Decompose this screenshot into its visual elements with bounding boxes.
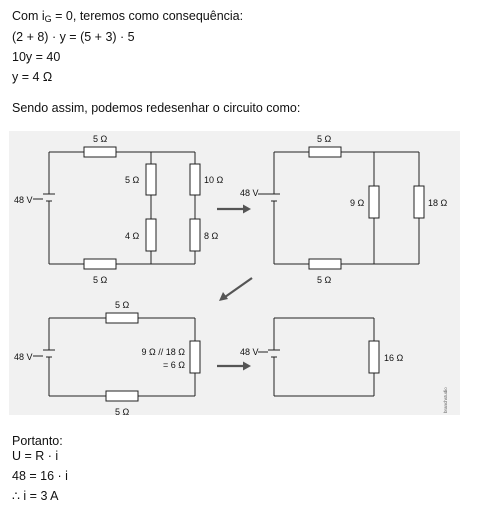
c1-label-r-a-top: 5 Ω [125,175,140,185]
c2-label-r-right: 18 Ω [428,198,448,208]
c1-resistor-a-top [145,163,157,196]
c3-label-voltage: 48 V [14,352,33,362]
c1-label-r-bottom: 5 Ω [93,275,108,285]
c1-resistor-bottom [83,258,117,270]
intro-line-1: Com iG = 0, teremos como consequência: [12,9,243,26]
c2-label-r-middle: 9 Ω [350,198,365,208]
arrow-down-left [224,277,253,298]
c4-resistor [368,340,380,374]
intro-equation-2: 10y = 40 [12,50,61,64]
c2-resistor-right [413,185,425,219]
c1-label-r-a-bottom: 4 Ω [125,231,140,241]
c4-label-r: 16 Ω [384,353,404,363]
c1-resistor-b-bottom [189,218,201,252]
c1-label-r-top: 5 Ω [93,134,108,144]
conclusion-equation-2: 48 = 16 · i [12,469,68,483]
conclusion-equation-1: U = R · i [12,449,59,463]
c3-label-r-equivalent-1: 9 Ω // 18 Ω [142,347,186,357]
c1-label-r-b-top: 10 Ω [204,175,224,185]
c1-resistor-top [83,146,117,158]
c1-label-voltage: 48 V [14,195,33,205]
c4-label-voltage: 48 V [240,347,259,357]
c1-label-r-b-bottom: 8 Ω [204,231,219,241]
redraw-text: Sendo assim, podemos redesenhar o circui… [12,101,301,115]
c2-resistor-top [308,146,342,158]
intro-line-1-pre: Com i [12,9,45,23]
intro-line-1-sub: G [44,14,52,24]
conclusion-label: Portanto: [12,434,63,448]
c2-label-voltage: 48 V [240,188,259,198]
c2-label-r-bottom: 5 Ω [317,275,332,285]
circuit-diagram: 5 Ω 5 Ω 48 V 5 Ω 4 Ω 10 Ω 8 Ω 5 Ω 5 Ω 48… [14,134,448,417]
intro-equation-1: (2 + 8) · y = (5 + 3) · 5 [12,30,135,44]
watermark: branchstudio [443,387,448,413]
circuit-figure: 5 Ω 5 Ω 48 V 5 Ω 4 Ω 10 Ω 8 Ω 5 Ω 5 Ω 48… [9,131,460,417]
intro-line-1-post: = 0, teremos como consequência: [51,9,244,23]
c1-resistor-b-top [189,163,201,196]
c3-label-r-bottom: 5 Ω [115,407,130,415]
c2-resistor-middle [368,185,380,219]
c3-resistor-equivalent [189,340,201,374]
c3-resistor-top [105,312,139,324]
c2-resistor-bottom [308,258,342,270]
c2-label-r-top: 5 Ω [317,134,332,144]
conclusion-equation-3: ∴ i = 3 A [12,489,59,503]
c3-label-r-equivalent-2: = 6 Ω [163,360,185,370]
intro-equation-3: y = 4 Ω [12,70,53,84]
c3-resistor-bottom [105,390,139,402]
c3-label-r-top: 5 Ω [115,300,130,310]
c1-resistor-a-bottom [145,218,157,252]
